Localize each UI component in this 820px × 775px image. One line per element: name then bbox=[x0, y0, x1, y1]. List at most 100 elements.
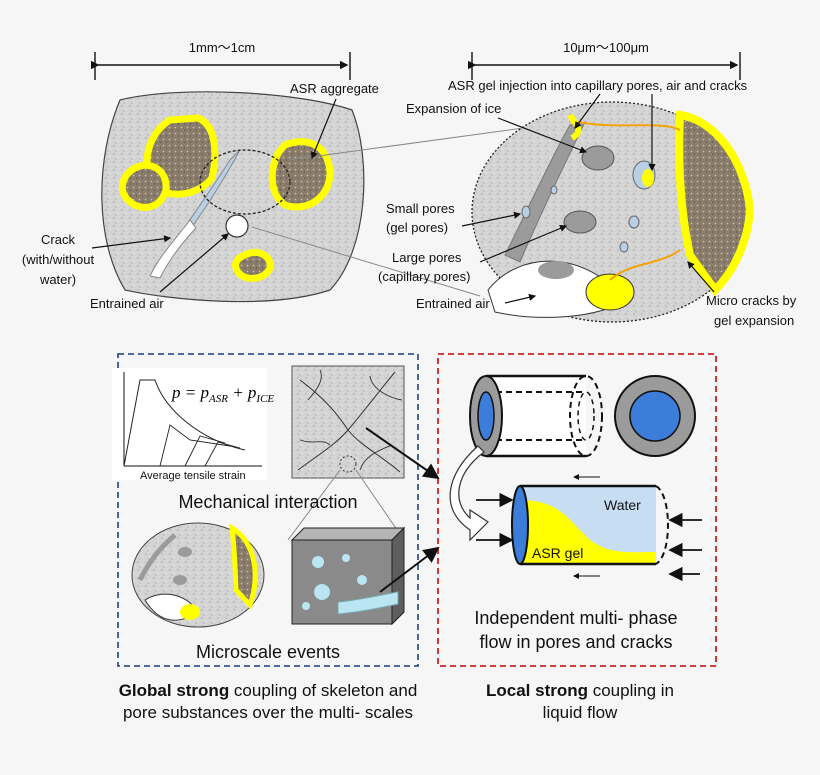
crack-water bbox=[149, 219, 197, 279]
flow-title-line2: flow in pores and cracks bbox=[479, 632, 672, 652]
gel-path-1 bbox=[577, 121, 681, 131]
crack-network-3 bbox=[299, 369, 403, 471]
scale-label-macro: 1mm～1cm bbox=[189, 40, 255, 55]
cracked-specimen bbox=[291, 365, 405, 479]
label-entrained-air-macro: Entrained air bbox=[90, 296, 164, 311]
blue-frame bbox=[117, 353, 419, 667]
air-void-residue bbox=[538, 261, 574, 279]
cube-pore-1 bbox=[312, 556, 324, 568]
label-asr-aggregate: ASR aggregate bbox=[290, 81, 379, 96]
caption-local-line2: liquid flow bbox=[542, 703, 618, 722]
mechanical-title: Mechanical interaction bbox=[178, 492, 357, 512]
tube-end-water bbox=[477, 391, 495, 441]
label-crack-2: (with/without bbox=[22, 252, 95, 267]
label-small-pores-2: (gel pores) bbox=[386, 220, 448, 235]
small-pore-4 bbox=[619, 241, 629, 253]
microscale-title: Microscale events bbox=[196, 642, 340, 662]
label-asr-gel: ASR gel bbox=[532, 545, 583, 561]
label-small-pores-1: Small pores bbox=[386, 201, 455, 216]
local-coupling-panel: Water ASR gel Independent multi- phase f… bbox=[437, 353, 717, 667]
scale-label-micro: 10μm～100μm bbox=[563, 40, 649, 55]
pointer-crack bbox=[91, 235, 172, 249]
cube-pore-3 bbox=[314, 584, 330, 600]
pointer-expansion-ice bbox=[497, 117, 588, 154]
small-pore-1 bbox=[521, 205, 531, 219]
micro-aggregate bbox=[675, 110, 755, 297]
aggregate-2 bbox=[118, 161, 170, 211]
label-expansion-ice: Expansion of ice bbox=[406, 101, 501, 116]
aggregate-3 bbox=[268, 138, 334, 211]
cube-channel bbox=[337, 591, 399, 615]
gel-in-pore bbox=[642, 169, 654, 187]
thumb-pore-2 bbox=[173, 575, 187, 585]
caption-local-rest: coupling in bbox=[588, 681, 675, 700]
caption-local-line1: Local strong coupling in bbox=[470, 680, 690, 702]
pointer-small-pores bbox=[461, 211, 522, 227]
cube-pore-4 bbox=[302, 602, 310, 610]
zoom-line-a bbox=[287, 469, 341, 541]
tube-far-inner bbox=[577, 391, 595, 441]
plot-xlabel: Average tensile strain bbox=[140, 470, 246, 482]
label-large-pores-2: (capillary pores) bbox=[378, 269, 470, 284]
caption-global-line1: Global strong coupling of skeleton and bbox=[78, 680, 458, 702]
pointer-gel-crack bbox=[574, 93, 601, 129]
label-crack-3: water) bbox=[39, 272, 76, 287]
label-micro-cracks-1: Micro cracks by bbox=[706, 293, 797, 308]
caption-local: Local strong coupling in liquid flow bbox=[470, 680, 690, 724]
connector-micro-to-flow bbox=[379, 546, 440, 593]
ice-pore bbox=[581, 145, 615, 171]
small-pore-3 bbox=[628, 215, 640, 229]
caption-global: Global strong coupling of skeleton and p… bbox=[78, 680, 458, 724]
caption-global-line2: pore substances over the multi- scales bbox=[122, 703, 414, 722]
cube-pore-2 bbox=[342, 554, 350, 562]
plot-unload-3 bbox=[204, 441, 241, 467]
thumb-aggregate bbox=[228, 523, 258, 610]
curved-arrow bbox=[449, 445, 489, 542]
aggregate-4 bbox=[232, 248, 274, 282]
gel-phase bbox=[520, 500, 656, 564]
caption-global-bold: Global strong bbox=[118, 681, 230, 700]
global-coupling-panel: p = pASR + pICE Average tensile strain M… bbox=[112, 353, 419, 667]
pointer-large-pores bbox=[479, 224, 568, 263]
pointer-asr-aggregate bbox=[310, 98, 337, 160]
pointer-micro-cracks bbox=[687, 261, 715, 293]
thumb-crack bbox=[137, 533, 177, 582]
gel-path-2 bbox=[609, 249, 681, 281]
pore-cube-top bbox=[290, 527, 406, 541]
tube-far-end bbox=[569, 375, 603, 457]
eq-sub2: ICE bbox=[255, 393, 274, 405]
caption-local-bold: Local strong bbox=[485, 681, 588, 700]
specimen-zoom-circle bbox=[339, 455, 357, 473]
small-pore-2 bbox=[550, 185, 558, 195]
connector-mechanical-to-flow bbox=[365, 427, 440, 480]
large-pore bbox=[563, 210, 597, 234]
gel-in-air-void bbox=[585, 273, 635, 311]
eq-plus: + p bbox=[228, 383, 256, 402]
cube-pore-5 bbox=[357, 575, 367, 585]
plot-unload-1 bbox=[159, 424, 231, 467]
thumb-gel bbox=[180, 604, 200, 620]
label-micro-cracks-2: gel expansion bbox=[714, 313, 794, 328]
macro-scale-panel: 1mm～1cm ASR aggregate Crack (with/withou… bbox=[22, 40, 561, 311]
caption-global-rest: coupling of skeleton and bbox=[229, 681, 418, 700]
flow-tube-end bbox=[511, 485, 529, 565]
label-entrained-air-micro: Entrained air bbox=[416, 296, 490, 311]
flow-title-line1: Independent multi- phase bbox=[474, 608, 677, 628]
zoom-line-bottom bbox=[251, 226, 481, 297]
label-large-pores-1: Large pores bbox=[392, 250, 462, 265]
zoom-region bbox=[199, 149, 291, 215]
zoom-line-top bbox=[288, 122, 561, 161]
label-water: Water bbox=[604, 497, 641, 513]
pointer-entrained-air-macro bbox=[159, 233, 229, 293]
plot-unload-2 bbox=[184, 435, 226, 467]
label-crack-1: Crack bbox=[41, 232, 75, 247]
pointer-entrained-air-micro bbox=[504, 293, 537, 304]
equation: p = pASR + pICE bbox=[171, 383, 274, 405]
eq-part1: p = p bbox=[171, 383, 209, 402]
entrained-air-bubble bbox=[225, 214, 249, 238]
cross-section-water bbox=[629, 390, 681, 442]
micro-scale-panel: 10μm～100μm ASR gel injection into capill… bbox=[378, 40, 797, 328]
flow-tube-far-end bbox=[655, 485, 669, 565]
red-frame bbox=[437, 353, 717, 667]
